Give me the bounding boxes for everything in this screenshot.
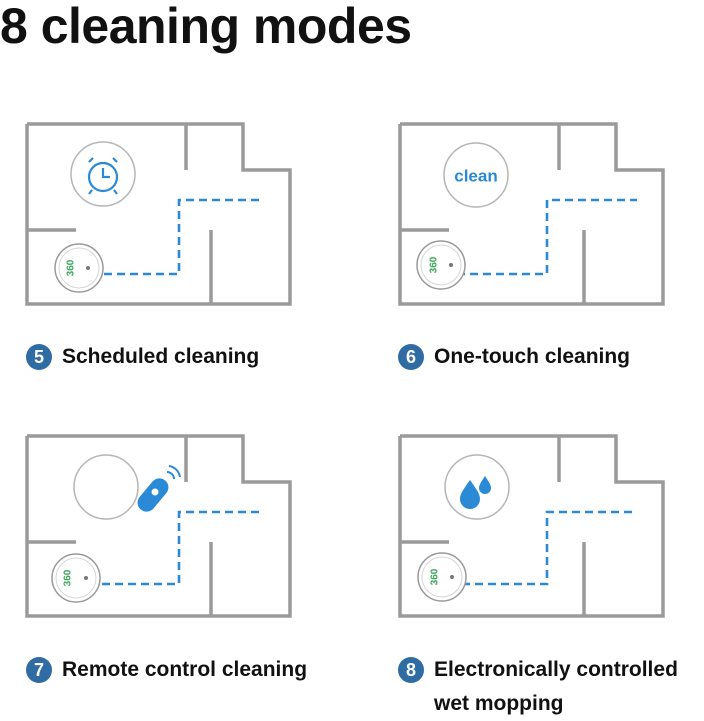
mode-label: Remote control cleaning [62, 658, 308, 681]
robot-vacuum-icon: 360 [416, 240, 466, 290]
floor-plan-walls [398, 122, 665, 306]
water-drops-icon [460, 476, 491, 509]
cleaning-path [102, 510, 264, 586]
mode-icon-circle [443, 142, 509, 208]
mode-caption-scheduled: 5 Scheduled cleaning [26, 343, 259, 374]
floor-plan: 360 [25, 122, 292, 306]
robot-vacuum-icon: 360 [417, 552, 467, 602]
robot-logo-text: 360 [430, 568, 441, 585]
mode-panel-scheduled: 360 [24, 122, 324, 312]
floor-plan-walls [25, 434, 292, 618]
mode-panel-wet-mopping: 360 [397, 434, 697, 624]
mode-icon-circle [73, 454, 139, 520]
mode-panel-one-touch: clean 360 [397, 122, 697, 312]
robot-vacuum-icon: 360 [51, 553, 101, 603]
mode-number-badge: 8 [398, 657, 424, 683]
mode-panel-remote: 360 [24, 434, 324, 624]
mode-number-badge: 5 [26, 344, 52, 370]
remote-control-icon [137, 465, 181, 512]
mode-label: Scheduled cleaning [62, 345, 260, 368]
floor-plan: 360 [398, 434, 665, 618]
clean-button-icon: clean [454, 166, 497, 185]
floor-plan: clean 360 [398, 122, 665, 306]
robot-logo-text: 360 [66, 259, 77, 276]
mode-label: Electronically controlled wet mopping [434, 658, 678, 715]
mode-caption-one-touch: 6 One-touch cleaning [398, 343, 630, 374]
floor-plan-walls [25, 122, 292, 306]
cleaning-path [462, 510, 637, 586]
cleaning-path [457, 198, 637, 276]
mode-icon-circle [444, 454, 510, 520]
page-title: 8 cleaning modes [0, 0, 412, 54]
mode-caption-wet-mopping: 8 Electronically controlled wet mopping [398, 656, 704, 721]
alarm-clock-icon [87, 157, 119, 195]
mode-caption-remote: 7 Remote control cleaning [26, 656, 307, 687]
floor-plan-walls [398, 434, 665, 618]
robot-logo-text: 360 [429, 256, 440, 273]
floor-plan: 360 [25, 434, 292, 618]
mode-number-badge: 6 [398, 344, 424, 370]
mode-label: One-touch cleaning [434, 345, 631, 368]
cleaning-path [104, 198, 264, 276]
mode-number-badge: 7 [26, 657, 52, 683]
robot-vacuum-icon: 360 [54, 243, 104, 293]
robot-logo-text: 360 [63, 569, 74, 586]
